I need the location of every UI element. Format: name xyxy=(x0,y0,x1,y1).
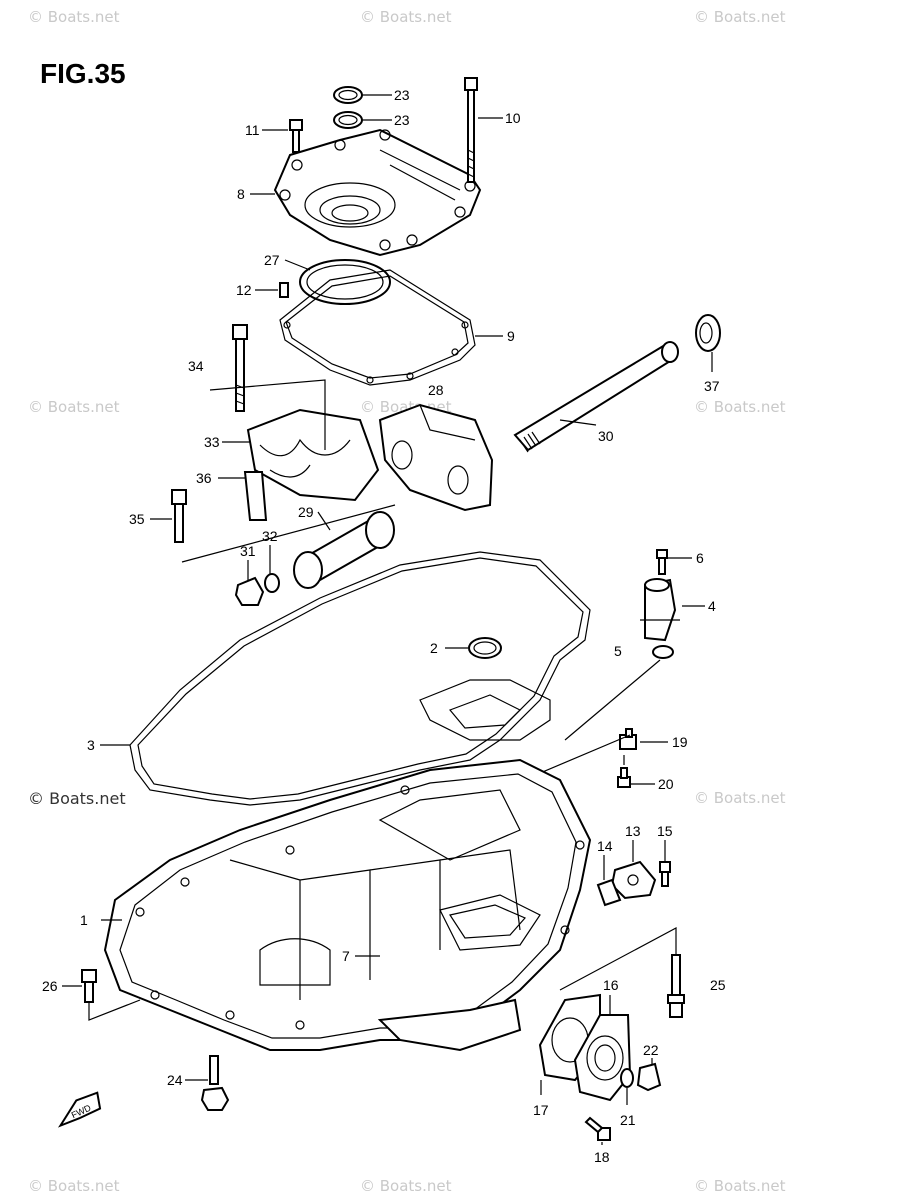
callout-23b: 23 xyxy=(394,112,410,128)
o-ring-23b xyxy=(333,111,363,129)
o-ring-2 xyxy=(468,637,502,659)
callout-2: 2 xyxy=(430,640,438,656)
watermark-lower-left: © Boats.net xyxy=(28,789,126,808)
callout-8: 8 xyxy=(237,186,245,202)
callout-31: 31 xyxy=(240,543,256,559)
callout-20: 20 xyxy=(658,776,674,792)
callout-28: 28 xyxy=(428,382,444,398)
bolt-11 xyxy=(289,119,303,153)
oil-pan-1 xyxy=(103,758,592,1052)
bolt-6 xyxy=(656,549,668,575)
callout-14: 14 xyxy=(597,838,613,854)
callout-24: 24 xyxy=(167,1072,183,1088)
leader-lines xyxy=(62,94,713,1145)
bolt-34 xyxy=(232,324,248,412)
watermark-bottom-center: © Boats.net xyxy=(360,1177,452,1195)
bracket-36 xyxy=(243,471,268,521)
fitting-19 xyxy=(619,728,637,750)
nut-31 xyxy=(234,576,265,606)
stud-24 xyxy=(200,1055,230,1111)
callout-32: 32 xyxy=(262,528,278,544)
callout-16: 16 xyxy=(603,977,619,993)
bolt-26 xyxy=(81,969,97,1003)
washer-21 xyxy=(620,1068,634,1088)
cover-13 xyxy=(610,860,657,900)
bolt-20 xyxy=(617,767,631,788)
callout-15: 15 xyxy=(657,823,673,839)
callout-35: 35 xyxy=(129,511,145,527)
callout-37: 37 xyxy=(704,378,720,394)
callout-23a: 23 xyxy=(394,87,410,103)
watermark-mid-right: © Boats.net xyxy=(694,398,786,416)
o-ring-27 xyxy=(299,259,391,305)
bolt-15 xyxy=(659,861,671,887)
bolt-25 xyxy=(667,954,685,1018)
callout-17: 17 xyxy=(533,1102,549,1118)
housing-block xyxy=(378,403,494,512)
callout-5: 5 xyxy=(614,643,622,659)
callout-12: 12 xyxy=(236,282,252,298)
callout-11: 11 xyxy=(245,122,260,138)
figure-title: FIG.35 xyxy=(40,58,126,89)
callout-25: 25 xyxy=(710,977,726,993)
callout-34: 34 xyxy=(188,358,204,374)
watermark-top-right: © Boats.net xyxy=(694,8,786,26)
callout-1: 1 xyxy=(80,912,88,928)
bushing-29 xyxy=(293,511,395,589)
watermark-mid-left: © Boats.net xyxy=(28,398,120,416)
dowel-pin-12 xyxy=(279,282,289,298)
o-ring-5 xyxy=(652,645,674,659)
callout-30: 30 xyxy=(598,428,614,444)
bolt-10 xyxy=(464,77,478,183)
callout-27: 27 xyxy=(264,252,280,268)
callout-36: 36 xyxy=(196,470,212,486)
watermark-bottom-right: © Boats.net xyxy=(694,1177,786,1195)
washer-32 xyxy=(264,573,280,593)
watermark-top-center: © Boats.net xyxy=(360,8,452,26)
bolt-18 xyxy=(584,1116,611,1141)
watermark-bottom-left: © Boats.net xyxy=(28,1177,120,1195)
callout-3: 3 xyxy=(87,737,95,753)
callout-19: 19 xyxy=(672,734,688,750)
gasket-3 xyxy=(129,551,591,806)
watermark-top-left: © Boats.net xyxy=(28,8,120,26)
callout-18: 18 xyxy=(594,1149,610,1165)
callout-22: 22 xyxy=(643,1042,659,1058)
callout-13: 13 xyxy=(625,823,641,839)
callout-7: 7 xyxy=(342,948,350,964)
bracket-33 xyxy=(246,408,380,502)
bolt-35 xyxy=(171,489,187,543)
o-ring-23a xyxy=(333,86,363,104)
callout-10: 10 xyxy=(505,110,521,126)
cover-plate-8 xyxy=(273,128,482,257)
oil-seal-37 xyxy=(695,314,721,352)
callout-labels: 1 2 3 4 5 6 7 8 9 10 11 12 13 14 15 16 1… xyxy=(42,87,726,1165)
fwd-arrow-icon: FWD xyxy=(57,1091,102,1128)
callout-33: 33 xyxy=(204,434,220,450)
callout-29: 29 xyxy=(298,504,314,520)
callout-4: 4 xyxy=(708,598,716,614)
callout-26: 26 xyxy=(42,978,58,994)
callout-21: 21 xyxy=(620,1112,636,1128)
water-fitting-4 xyxy=(640,578,680,642)
drain-plug-22 xyxy=(636,1062,662,1092)
gasket-9 xyxy=(279,269,476,386)
watermark-lower-right: © Boats.net xyxy=(694,789,786,807)
callout-6: 6 xyxy=(696,550,704,566)
callout-9: 9 xyxy=(507,328,515,344)
shaft-30 xyxy=(513,341,679,453)
gasket-14 xyxy=(596,878,622,907)
